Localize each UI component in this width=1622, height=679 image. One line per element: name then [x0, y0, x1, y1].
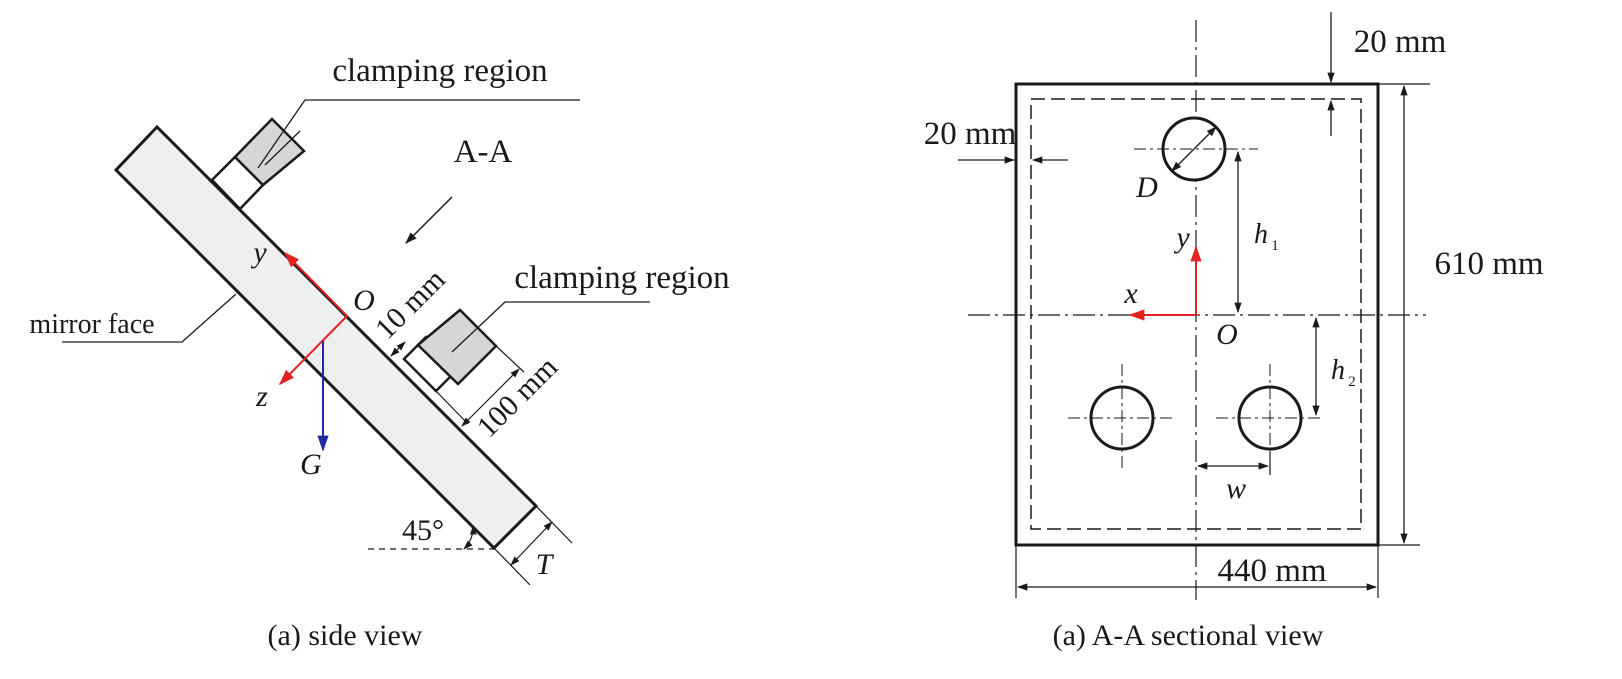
angle-arc: [463, 525, 477, 550]
dim-thickness: [510, 521, 553, 566]
label-thickness: T: [536, 548, 555, 581]
label-origin-section: O: [1216, 318, 1238, 351]
label-diameter: D: [1135, 171, 1158, 204]
label-h1: h: [1254, 219, 1268, 250]
dim-diameter: [1171, 126, 1217, 172]
section-arrow: [405, 196, 453, 244]
label-origin-side: O: [353, 284, 375, 317]
dim-gap: [390, 341, 406, 357]
label-width: 440 mm: [1217, 553, 1326, 589]
label-angle: 45°: [402, 514, 444, 547]
label-axis-y-side: y: [250, 236, 267, 269]
leader-clamp-bottom: [451, 301, 650, 353]
label-clamping-top: clamping region: [332, 53, 547, 89]
leader-clamp-top-line: [257, 99, 580, 169]
label-left-margin: 20 mm: [924, 116, 1017, 152]
axis-z-arrow: [278, 315, 348, 386]
label-axis-y-section: y: [1173, 221, 1190, 254]
axis-y-arrow: [283, 251, 348, 317]
leader-clamp-top: [264, 130, 301, 166]
label-h2-sub: 2: [1348, 374, 1356, 390]
label-gravity: G: [300, 448, 322, 481]
sectional-view: 20 mm 20 mm 610 mm 440 mm D h 1 h 2 w x …: [924, 12, 1544, 652]
label-mirror-face: mirror face: [29, 309, 154, 340]
label-h2: h: [1331, 355, 1345, 386]
side-view: clamping region A-A clamping region mirr…: [29, 53, 729, 652]
dim-clamp-length: [461, 368, 520, 427]
leader-mirror-face: [62, 293, 237, 343]
label-axis-z-side: z: [255, 380, 268, 413]
label-axis-x-section: x: [1123, 277, 1138, 310]
label-clamp-length: 100 mm: [471, 351, 564, 444]
label-w: w: [1226, 472, 1246, 505]
label-clamping-bottom: clamping region: [514, 260, 729, 296]
caption-sectional-view: (a) A-A sectional view: [1053, 619, 1324, 652]
label-top-margin: 20 mm: [1354, 24, 1447, 60]
caption-side-view: (a) side view: [268, 619, 423, 652]
label-h1-sub: 1: [1271, 238, 1279, 254]
label-section-aa: A-A: [454, 134, 513, 170]
label-height: 610 mm: [1434, 246, 1543, 282]
